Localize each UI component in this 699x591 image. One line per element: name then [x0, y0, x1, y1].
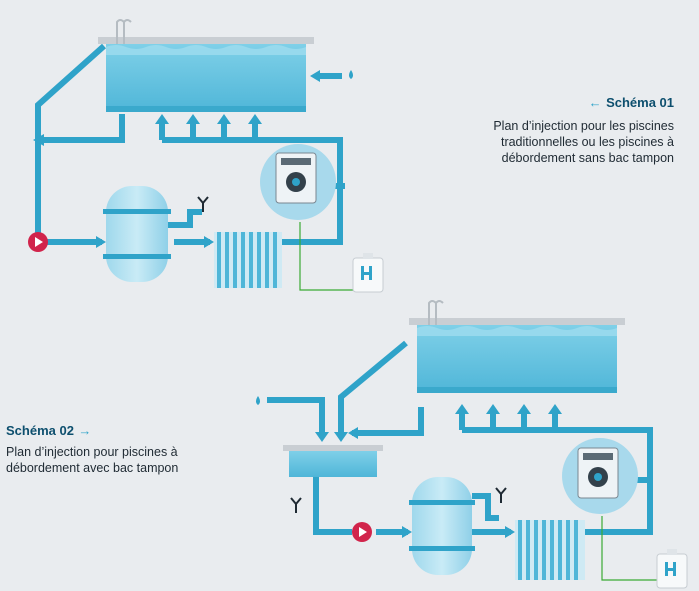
dosing-pump-icon	[260, 144, 336, 220]
buffer-tank-icon	[283, 445, 383, 477]
water-drop-icon	[349, 70, 353, 79]
injection-line	[601, 516, 662, 581]
schema-01-title: Schéma 01	[606, 95, 674, 110]
circulation-pump-icon	[352, 522, 372, 542]
schema-01-diagram	[28, 19, 384, 293]
drain-valve-icon	[495, 487, 507, 503]
filter-tank-icon	[103, 186, 171, 282]
schema-02-pool	[409, 318, 625, 393]
schema-02-arrowheads	[315, 404, 562, 538]
arrow-right-icon: →	[78, 423, 92, 438]
arrow-left-icon: ←	[588, 95, 602, 110]
drain-valve-icon	[290, 497, 302, 513]
heat-exchanger-icon	[214, 232, 282, 288]
schema-02-description: Plan d’injection pour piscines à déborde…	[6, 445, 179, 475]
circulation-pump-icon	[28, 232, 48, 252]
ladder-icon	[116, 19, 132, 44]
schema-02-caption: Schéma 02 → Plan d’injection pour piscin…	[6, 422, 246, 476]
injection-line	[299, 222, 360, 291]
schema-02-pipes	[267, 340, 653, 535]
schema-01-arrowheads	[33, 70, 320, 248]
chemical-canister-icon	[656, 549, 688, 589]
dosing-pump-icon	[562, 438, 638, 514]
schema-01-pool	[98, 37, 314, 112]
schema-02-title: Schéma 02	[6, 423, 74, 438]
water-drop-icon	[256, 396, 260, 405]
heat-exchanger-icon	[515, 520, 585, 580]
schema-01-caption: ← Schéma 01 Plan d’injection pour les pi…	[430, 94, 674, 166]
schema-01-description: Plan d’injection pour les piscines tradi…	[493, 119, 674, 165]
ladder-icon	[428, 300, 444, 325]
drain-valve-icon	[197, 196, 209, 212]
chemical-canister-icon	[352, 253, 384, 293]
filter-tank-icon	[409, 477, 475, 575]
schema-02-diagram	[256, 300, 688, 589]
